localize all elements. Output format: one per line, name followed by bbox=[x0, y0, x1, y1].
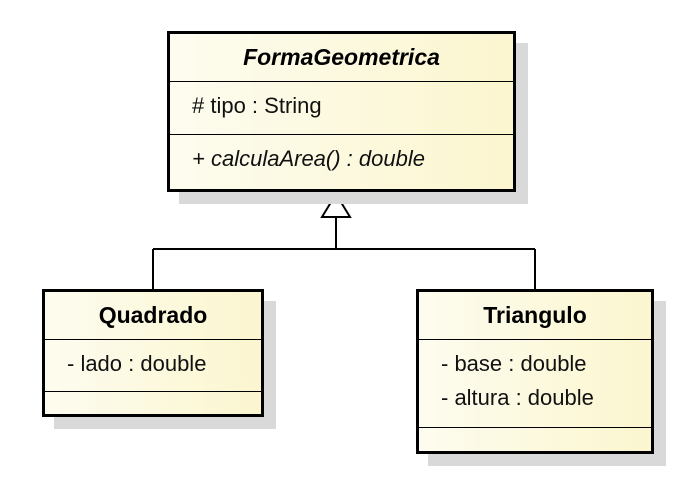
class-name: Quadrado bbox=[45, 292, 261, 340]
attribute-altura: - altura : double bbox=[441, 385, 594, 410]
attribute-base: - base : double bbox=[441, 351, 587, 376]
attribute-lado: - lado : double bbox=[67, 351, 207, 376]
operations-compartment bbox=[45, 392, 261, 416]
class-triangulo[interactable]: Triangulo - base : double - altura : dou… bbox=[416, 289, 654, 454]
attributes-compartment: - base : double - altura : double bbox=[419, 340, 651, 428]
operations-compartment: + calculaArea() : double bbox=[170, 135, 513, 183]
class-name: Triangulo bbox=[419, 292, 651, 340]
class-quadrado[interactable]: Quadrado - lado : double bbox=[42, 289, 264, 417]
generalization-arrowhead bbox=[320, 192, 352, 218]
attribute-tipo: # tipo : String bbox=[192, 93, 322, 118]
class-formageometrica[interactable]: FormaGeometrica # tipo : String + calcul… bbox=[167, 31, 516, 192]
operations-compartment bbox=[419, 428, 651, 452]
operation-calculaarea: + calculaArea() : double bbox=[192, 146, 425, 171]
attributes-compartment: - lado : double bbox=[45, 340, 261, 392]
attributes-compartment: # tipo : String bbox=[170, 82, 513, 135]
class-name: FormaGeometrica bbox=[170, 34, 513, 82]
